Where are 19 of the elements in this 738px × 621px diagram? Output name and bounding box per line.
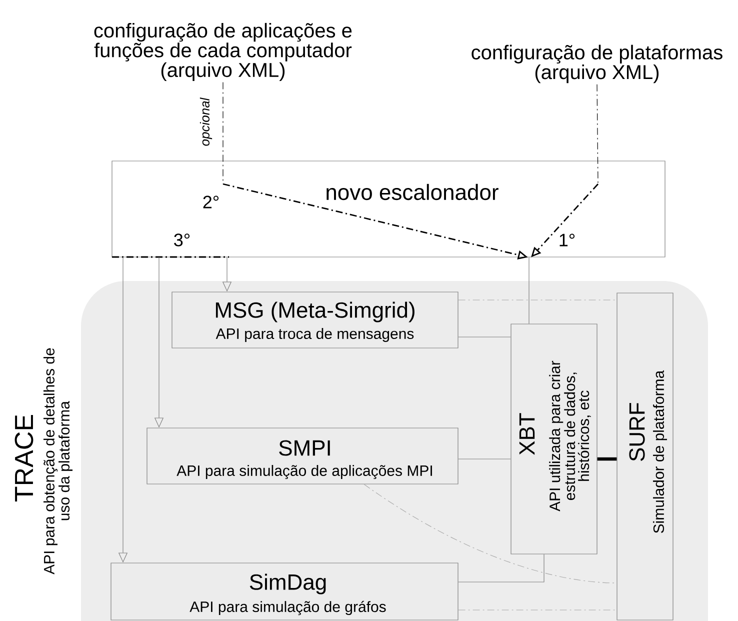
module-box: XBT API utilizada para criar estrutura de dados, históricos, etc: [510, 324, 598, 554]
step-number: 2°: [203, 196, 219, 208]
module-box: MSG (Meta-Simgrid) API para troca de mensagens: [172, 292, 458, 348]
connector-line: [458, 458, 511, 460]
connector-line: [597, 457, 617, 461]
connector-line: [458, 554, 544, 582]
file-label: configuração de plataformas (arquivo XML): [472, 44, 722, 84]
connector-line: [364, 484, 617, 584]
connector-line: [528, 257, 530, 324]
file-label: configuração de aplicações e funções de cada computador (arquivo XML): [94, 22, 352, 82]
node-label: TRACE: [14, 415, 34, 502]
connector-line: [458, 336, 511, 338]
step-number: 3°: [174, 234, 190, 246]
module-box: SimDag API para simulação de gráfos: [110, 562, 458, 620]
step-number: 1°: [560, 234, 575, 246]
module-box: SMPI API para simulação de aplicações MPI: [146, 428, 458, 484]
node-label: API para obtenção de detalhes de uso da plataforma: [43, 348, 73, 574]
module-box: SURF Simulador de plataforma: [616, 292, 674, 620]
edge-label: opcional: [198, 96, 214, 148]
